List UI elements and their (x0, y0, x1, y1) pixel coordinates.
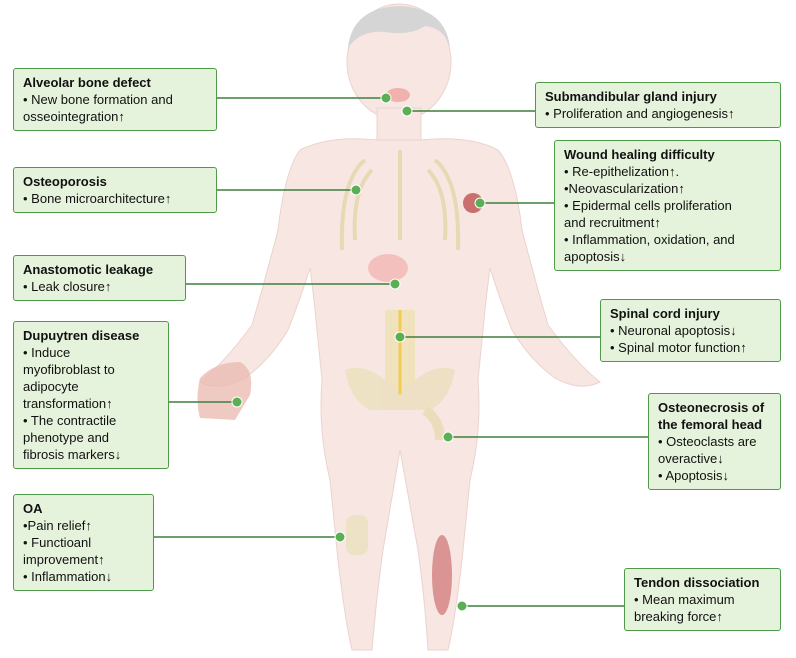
leg-muscle (432, 535, 452, 615)
callout-line: • The contractile (23, 413, 117, 428)
callout-oa: OA •Pain relief↑ • Functioanl improvemen… (13, 494, 154, 591)
callout-line: • Epidermal cells proliferation (564, 198, 732, 213)
hand (197, 362, 252, 420)
callout-line: adipocyte (23, 379, 79, 394)
callout-line: and recruitment↑ (564, 215, 661, 230)
callout-line: •Neovascularization↑ (564, 181, 685, 196)
callout-wound-healing-difficulty: Wound healing difficulty • Re-epitheliza… (554, 140, 781, 271)
callout-osteoporosis: Osteoporosis • Bone microarchitecture↑ (13, 167, 217, 213)
callout-spinal-cord-injury: Spinal cord injury • Neuronal apoptosis↓… (600, 299, 781, 362)
callout-line: breaking force↑ (634, 609, 723, 624)
callout-line: • Leak closure↑ (23, 279, 112, 294)
callout-dupuytren-disease: Dupuytren disease • Induce myofibroblast… (13, 321, 169, 469)
callout-line: transformation↑ (23, 396, 113, 411)
callout-line: •Pain relief↑ (23, 518, 92, 533)
ribcage (339, 150, 461, 251)
callout-submandibular-gland-injury: Submandibular gland injury • Proliferati… (535, 82, 781, 128)
callout-title: Anastomotic leakage (23, 262, 154, 277)
callout-title-line-2: the femoral head (658, 417, 763, 432)
callout-line: fibrosis markers↓ (23, 447, 122, 462)
callout-line: • Re-epithelization↑. (564, 164, 680, 179)
callout-line: • New bone formation and (23, 92, 173, 107)
callout-title: Submandibular gland injury (545, 89, 717, 104)
callout-title: Osteoporosis (23, 174, 107, 189)
callout-title: Dupuytren disease (23, 328, 140, 343)
callout-line: • Osteoclasts are (658, 434, 757, 449)
callout-title: Spinal cord injury (610, 306, 720, 321)
callout-line: • Inflammation, oxidation, and (564, 232, 735, 247)
callout-title: Osteonecrosis of (658, 400, 765, 415)
connectors (154, 97, 648, 607)
callout-line: osseointegration↑ (23, 109, 125, 124)
callout-title: Tendon dissociation (634, 575, 760, 590)
callout-line: • Spinal motor function↑ (610, 340, 747, 355)
callout-line: • Inflammation↓ (23, 569, 113, 584)
callout-line: myofibroblast to (23, 362, 115, 377)
callout-osteonecrosis-femoral-head: Osteonecrosis of the femoral head • Oste… (648, 393, 781, 490)
callout-line: phenotype and (23, 430, 110, 445)
spine-pelvis (345, 310, 455, 441)
callout-title: OA (23, 501, 43, 516)
callout-line: • Functioanl (23, 535, 92, 550)
callout-line: • Mean maximum (634, 592, 735, 607)
callout-line: • Apoptosis↓ (658, 468, 730, 483)
callout-title: Wound healing difficulty (564, 147, 715, 162)
knee (346, 515, 368, 555)
callout-line: • Bone microarchitecture↑ (23, 191, 172, 206)
callout-line: apoptosis↓ (564, 249, 627, 264)
mouth-gland (386, 88, 410, 102)
markers (231, 92, 486, 612)
callout-line: overactive↓ (658, 451, 724, 466)
callout-line: • Induce (23, 345, 71, 360)
callout-anastomotic-leakage: Anastomotic leakage • Leak closure↑ (13, 255, 186, 301)
callout-line: improvement↑ (23, 552, 105, 567)
callout-line: • Neuronal apoptosis↓ (610, 323, 737, 338)
callout-alveolar-bone-defect: Alveolar bone defect • New bone formatio… (13, 68, 217, 131)
callout-line: • Proliferation and angiogenesis↑ (545, 106, 735, 121)
callout-tendon-dissociation: Tendon dissociation • Mean maximum break… (624, 568, 781, 631)
stomach (368, 254, 408, 282)
callout-title: Alveolar bone defect (23, 75, 151, 90)
